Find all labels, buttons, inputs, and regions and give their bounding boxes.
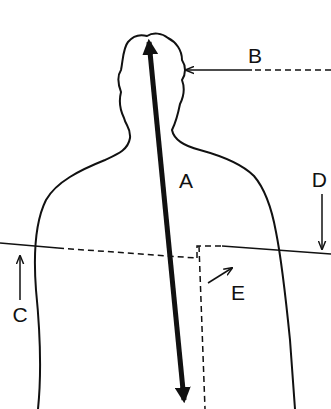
- callout-letter: D: [310, 168, 329, 191]
- level-arrow: [321, 194, 323, 249]
- callout-letter: E: [229, 281, 247, 304]
- level-arrow: [19, 256, 21, 300]
- cut-line: [222, 246, 331, 254]
- person-outline: [35, 34, 295, 409]
- pointer-line: [252, 69, 331, 71]
- cut-line: [0, 243, 58, 248]
- cut-step: [197, 246, 222, 258]
- height-arrow: [149, 42, 184, 400]
- callout-letter: C: [10, 303, 29, 326]
- callout-letter: A: [177, 169, 195, 192]
- vertical-dashed-line: [199, 246, 205, 409]
- pointer-arrow: [186, 69, 252, 71]
- cut-line-hidden: [58, 248, 196, 258]
- callout-letter: B: [246, 44, 264, 67]
